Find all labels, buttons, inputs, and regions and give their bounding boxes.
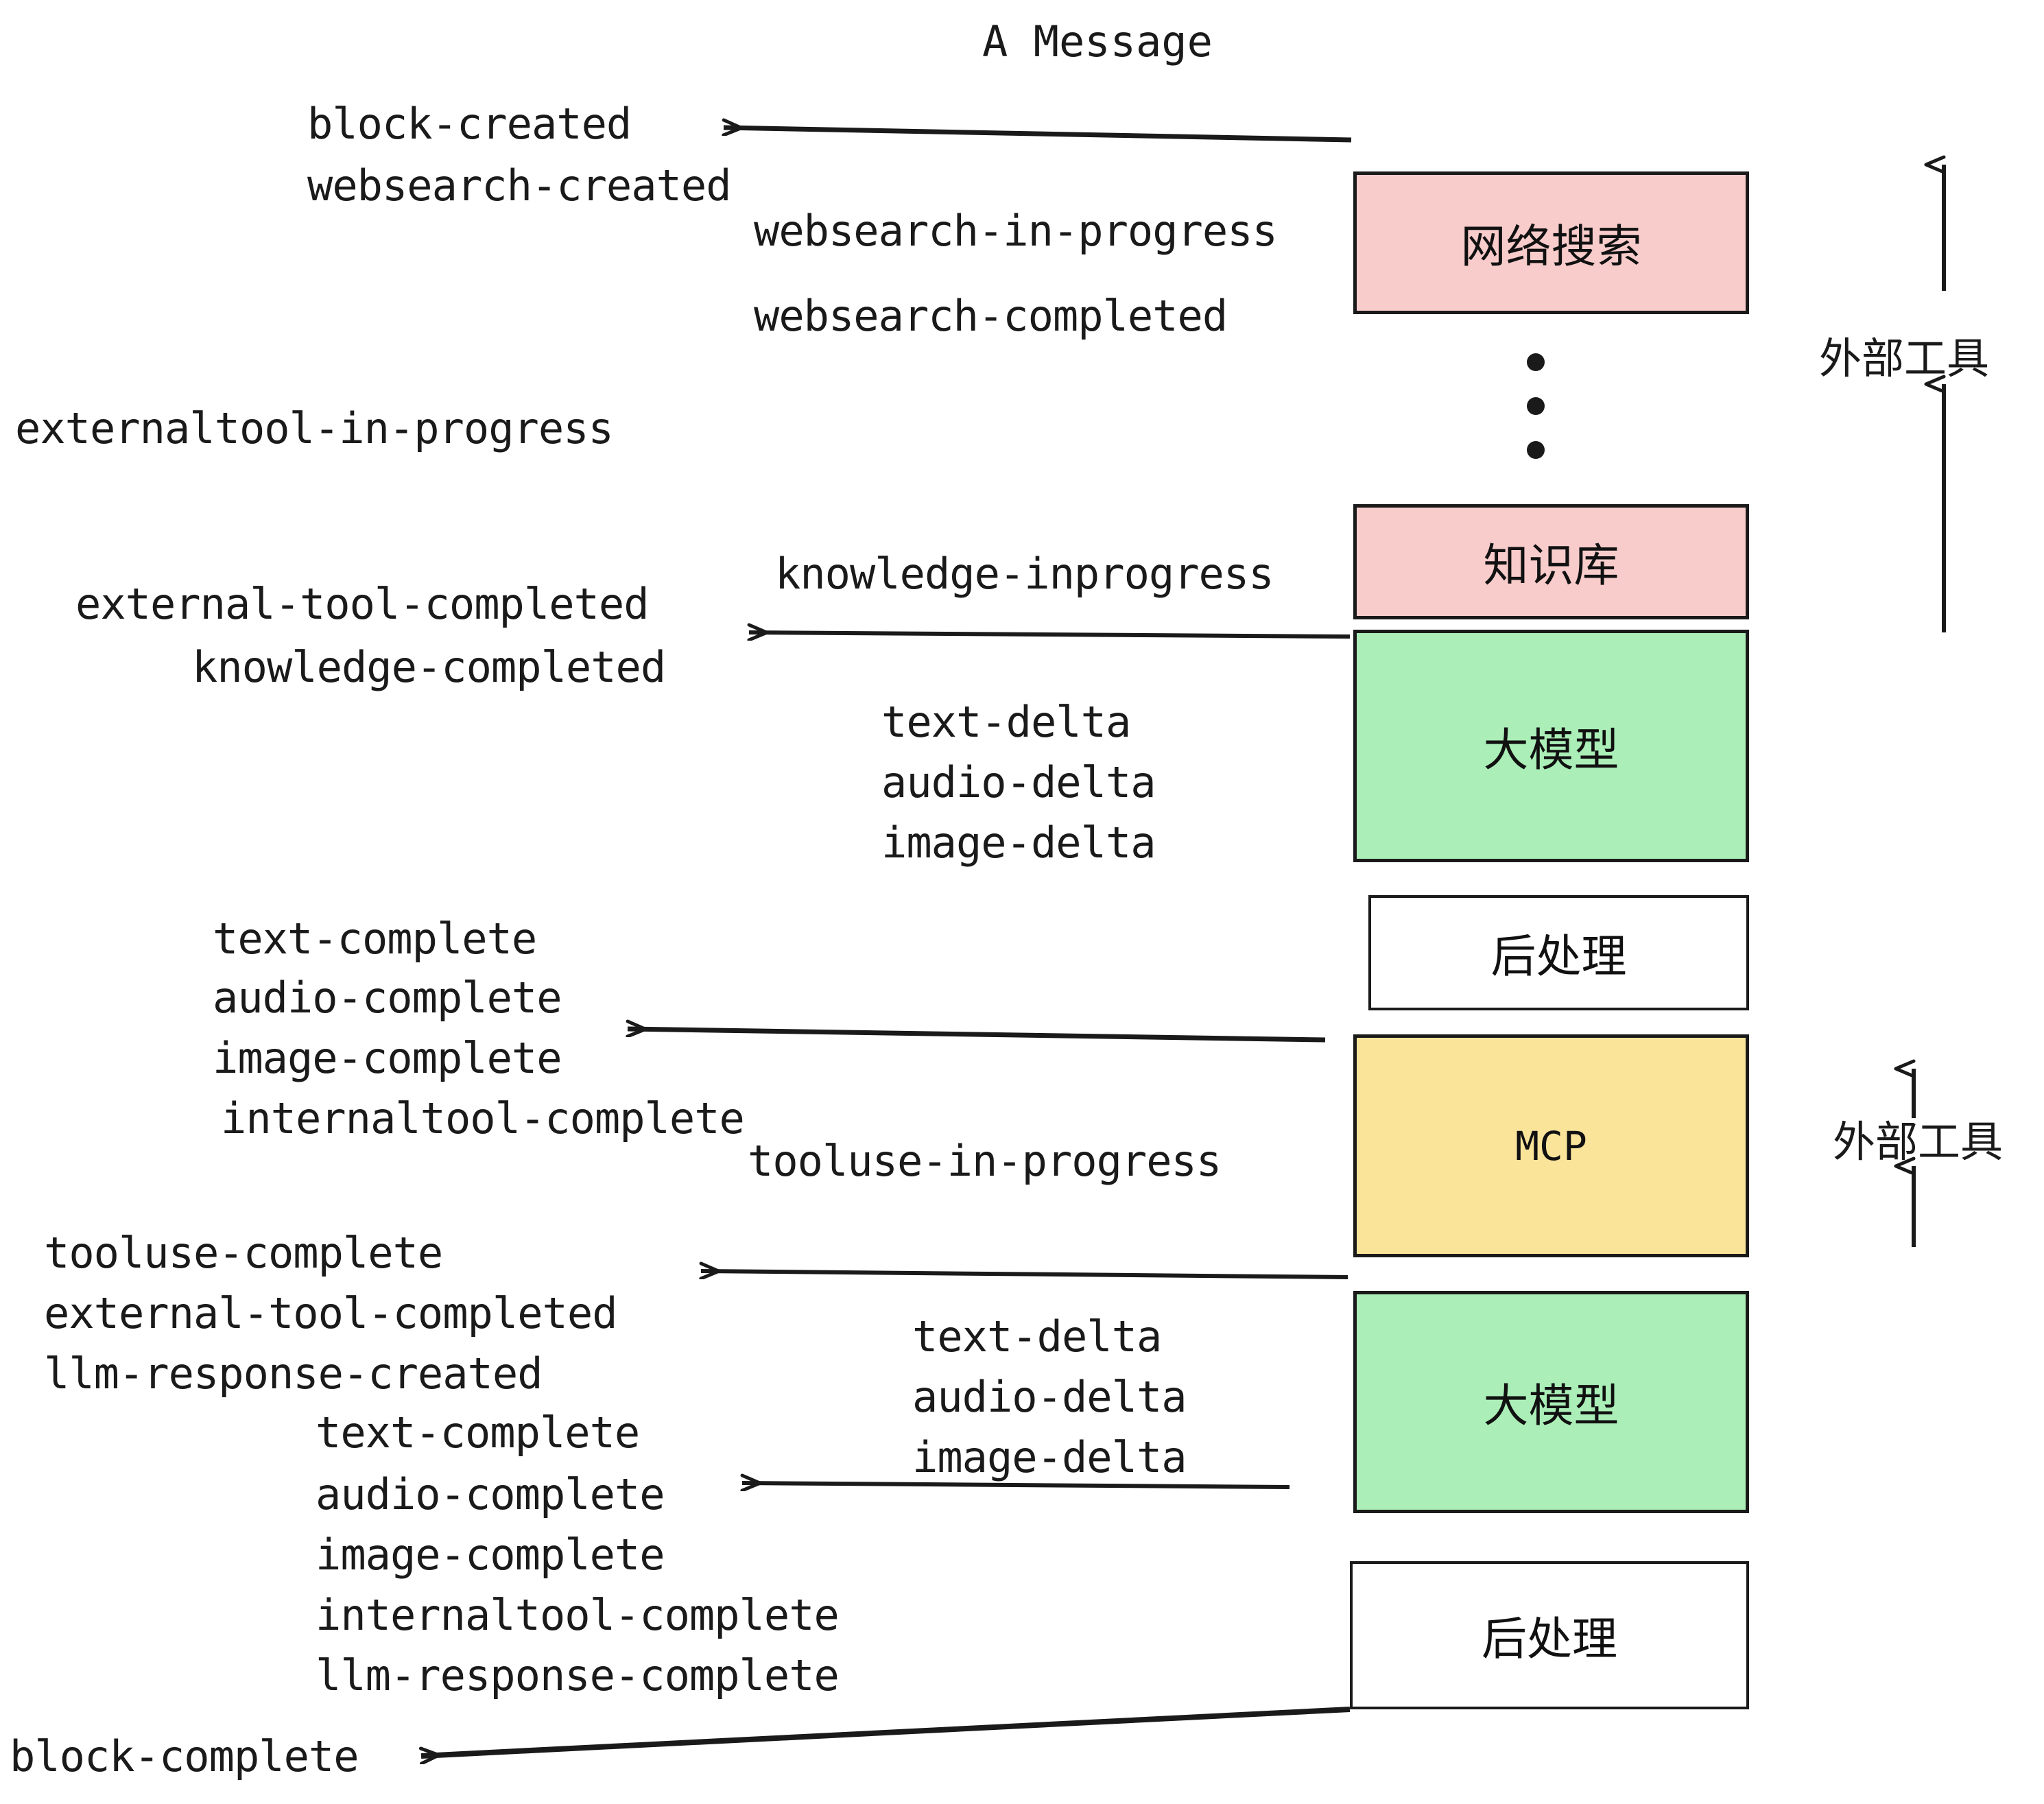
event-label-block-created: block-created xyxy=(307,99,632,149)
event-label-external-tool-completed-2: external-tool-completed xyxy=(44,1288,618,1338)
event-label-text-complete-1: text-complete xyxy=(213,914,537,964)
node-box-websearch[interactable]: 网络搜索 xyxy=(1353,171,1749,314)
side-label-external-tools-bottom: 外部工具 xyxy=(1833,1117,2004,1167)
node-box-postprocess-1[interactable]: 后处理 xyxy=(1368,895,1749,1010)
arrow-websearch-to-events xyxy=(724,128,1352,143)
event-label-websearch-in-progress: websearch-in-progress xyxy=(754,206,1278,256)
node-box-llm-1[interactable]: 大模型 xyxy=(1353,630,1749,862)
event-label-audio-delta-1: audio-delta xyxy=(881,757,1156,807)
node-box-llm-2[interactable]: 大模型 xyxy=(1353,1291,1749,1513)
event-label-external-tool-completed-1: external-tool-completed xyxy=(75,579,650,629)
event-label-knowledge-completed: knowledge-completed xyxy=(192,642,666,692)
event-label-tooluse-complete: tooluse-complete xyxy=(44,1228,443,1278)
event-label-tooluse-in-progress: tooluse-in-progress xyxy=(748,1136,1222,1186)
event-label-audio-delta-2: audio-delta xyxy=(912,1372,1187,1422)
arrow-mcp-to-events xyxy=(628,1029,1326,1043)
event-label-knowledge-inprogress: knowledge-inprogress xyxy=(775,549,1274,599)
event-label-text-delta-2: text-delta xyxy=(912,1312,1162,1362)
event-label-internaltool-complete-2: internaltool-complete xyxy=(316,1590,840,1640)
event-label-llm-response-complete: llm-response-complete xyxy=(316,1650,840,1700)
event-label-text-delta-1: text-delta xyxy=(881,697,1131,747)
event-label-text-complete-2: text-complete xyxy=(316,1408,640,1458)
event-label-llm-response-created: llm-response-created xyxy=(44,1349,543,1399)
arrow-llm2-audio-complete xyxy=(742,1483,1290,1487)
event-label-websearch-completed: websearch-completed xyxy=(754,291,1228,341)
event-label-image-complete-1: image-complete xyxy=(213,1033,562,1083)
node-box-knowledgebase[interactable]: 知识库 xyxy=(1353,504,1749,619)
event-label-audio-complete-2: audio-complete xyxy=(316,1469,665,1519)
event-label-image-delta-2: image-delta xyxy=(912,1432,1187,1482)
event-label-image-delta-1: image-delta xyxy=(881,818,1156,868)
arrow-knowledge-to-events xyxy=(749,632,1351,637)
page-title: A Message xyxy=(982,16,1213,67)
vertical-ellipsis-icon xyxy=(1527,353,1545,485)
event-label-externaltool-in-progress: externaltool-in-progress xyxy=(15,403,614,453)
event-label-internaltool-complete-1: internaltool-complete xyxy=(221,1093,745,1143)
node-box-postprocess-2[interactable]: 后处理 xyxy=(1350,1561,1749,1709)
event-label-audio-complete-1: audio-complete xyxy=(213,973,562,1023)
event-label-websearch-created: websearch-created xyxy=(307,161,732,211)
arrow-llm2-to-events xyxy=(701,1271,1348,1277)
event-label-block-complete: block-complete xyxy=(10,1731,359,1781)
event-label-image-complete-2: image-complete xyxy=(316,1530,665,1580)
side-label-external-tools-top: 外部工具 xyxy=(1819,333,1990,383)
node-box-mcp[interactable]: MCP xyxy=(1353,1034,1749,1257)
arrow-postprocess-to-block-complete xyxy=(421,1707,1351,1756)
